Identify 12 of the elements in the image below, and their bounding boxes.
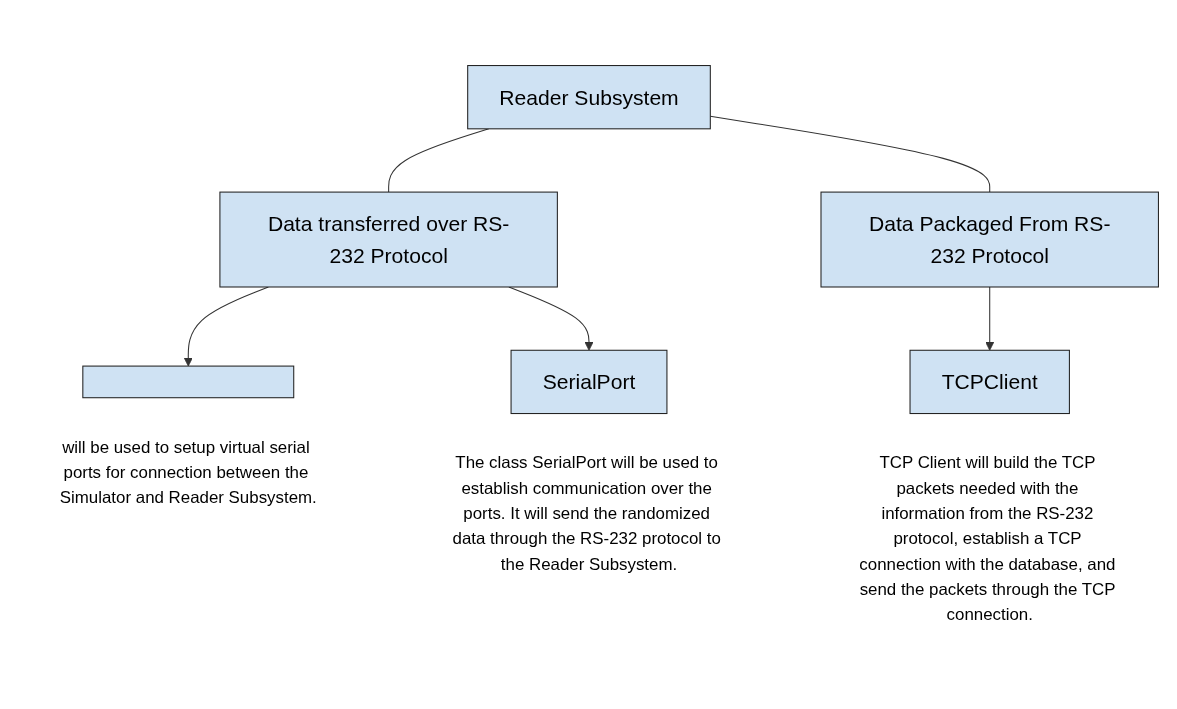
node-box: Reader Subsystem xyxy=(466,65,711,130)
connector xyxy=(387,128,489,193)
node-label: The class SerialPort will be used to establish communication over the ports. It will send the randomized data through the RS-232 protocol to the Reader Subsystem. xyxy=(452,453,721,573)
node-box: TCPClient xyxy=(909,349,1070,415)
node-box: Data Packaged From RS-232 Protocol xyxy=(819,191,1159,288)
arrow xyxy=(984,286,994,351)
connector xyxy=(709,115,990,193)
node-box: SerialPort xyxy=(510,349,667,415)
node-box: Data transferred over RS-232 Protocol xyxy=(218,191,558,288)
node-label: TCP Client will build the TCP packets needed with the information from the RS-232 protocol, establish a TCP connection with the database, and send the packets through the TCP connection. xyxy=(858,453,1115,624)
node-label: will be used to setup virtual serial ports for connection between the Simulator and Reader Subsystem. xyxy=(59,437,317,507)
node-box xyxy=(81,365,294,399)
